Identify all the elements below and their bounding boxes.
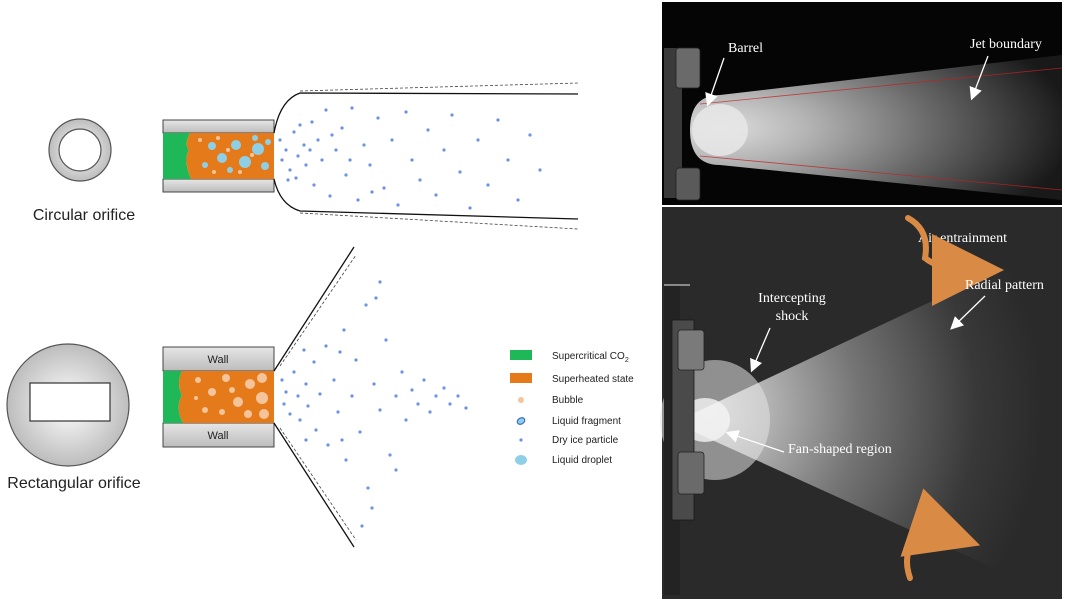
legend-swatch-superheated [510, 373, 532, 383]
intercepting-shock-label-line1: Intercepting [758, 291, 826, 306]
fan-shaped-region-arrow [725, 430, 785, 453]
supercritical-region-bottom [163, 371, 183, 423]
supercritical-region-top [163, 133, 191, 179]
jet-boundary-label: Jet boundary [970, 37, 1042, 52]
jet-boundary-top-lower-dashed [299, 212, 579, 230]
air-entrainment-label: Air entrainment [918, 231, 1007, 246]
jet-boundary-arrow [969, 55, 989, 101]
legend-label-superheated: Superheated state [552, 374, 634, 385]
air-entrainment-arrow-top [905, 215, 1004, 306]
legend-symbol-bubble [518, 397, 524, 403]
legend-label-particle: Dry ice particle [552, 435, 619, 446]
air-entrainment-arrow-bottom [900, 488, 981, 581]
droplets-top [202, 135, 271, 173]
circular-nozzle [162, 82, 579, 230]
radial-pattern-label: Radial pattern [965, 278, 1044, 293]
bubbles-bottom [194, 373, 269, 419]
legend: Supercritical CO2 Superheated state Bubb… [510, 350, 634, 466]
legend-symbol-droplet [515, 455, 527, 465]
barrel-arrow [705, 57, 725, 107]
rectangular-nozzle: Wall Wall [162, 246, 468, 548]
fan-boundary-upper-dashed [279, 254, 357, 367]
legend-symbol-particle [519, 438, 523, 442]
dry-ice-particles-top [278, 106, 542, 210]
jet-boundary-top-upper-dashed [299, 82, 579, 92]
circular-orifice-icon [48, 118, 112, 182]
intercepting-shock-arrow [750, 327, 771, 373]
legend-label-bubble: Bubble [552, 395, 584, 406]
legend-label-fragment: Liquid fragment [552, 416, 621, 427]
legend-swatch-supercritical [510, 350, 532, 360]
bubbles-top [198, 136, 254, 174]
dry-ice-particles-bottom [280, 280, 468, 528]
legend-symbol-fragment [516, 417, 526, 425]
radial-pattern-arrow [950, 295, 986, 330]
barrel-label: Barrel [728, 41, 763, 56]
jet-boundary-top-upper [273, 92, 579, 134]
wall-label-top: Wall [208, 354, 229, 366]
photo-bottom-fan: Air entrainment Radial pattern Intercept… [660, 207, 1062, 599]
wall-label-bottom: Wall [208, 430, 229, 442]
photo-top-jet: Barrel Jet boundary [662, 2, 1063, 205]
fan-boundary-lower [273, 422, 355, 548]
jet-boundary-top-lower [273, 178, 579, 220]
fan-boundary-upper [273, 246, 355, 372]
fan-boundary-lower-dashed [279, 427, 357, 541]
legend-label-supercritical: Supercritical CO2 [552, 351, 629, 364]
legend-label-droplet: Liquid droplet [552, 455, 612, 466]
rectangular-orifice-icon [6, 343, 130, 467]
intercepting-shock-label-line2: shock [776, 309, 809, 324]
circular-orifice-label: Circular orifice [33, 207, 135, 224]
rectangular-orifice-label: Rectangular orifice [7, 475, 141, 492]
fan-shaped-region-label: Fan-shaped region [788, 442, 892, 457]
